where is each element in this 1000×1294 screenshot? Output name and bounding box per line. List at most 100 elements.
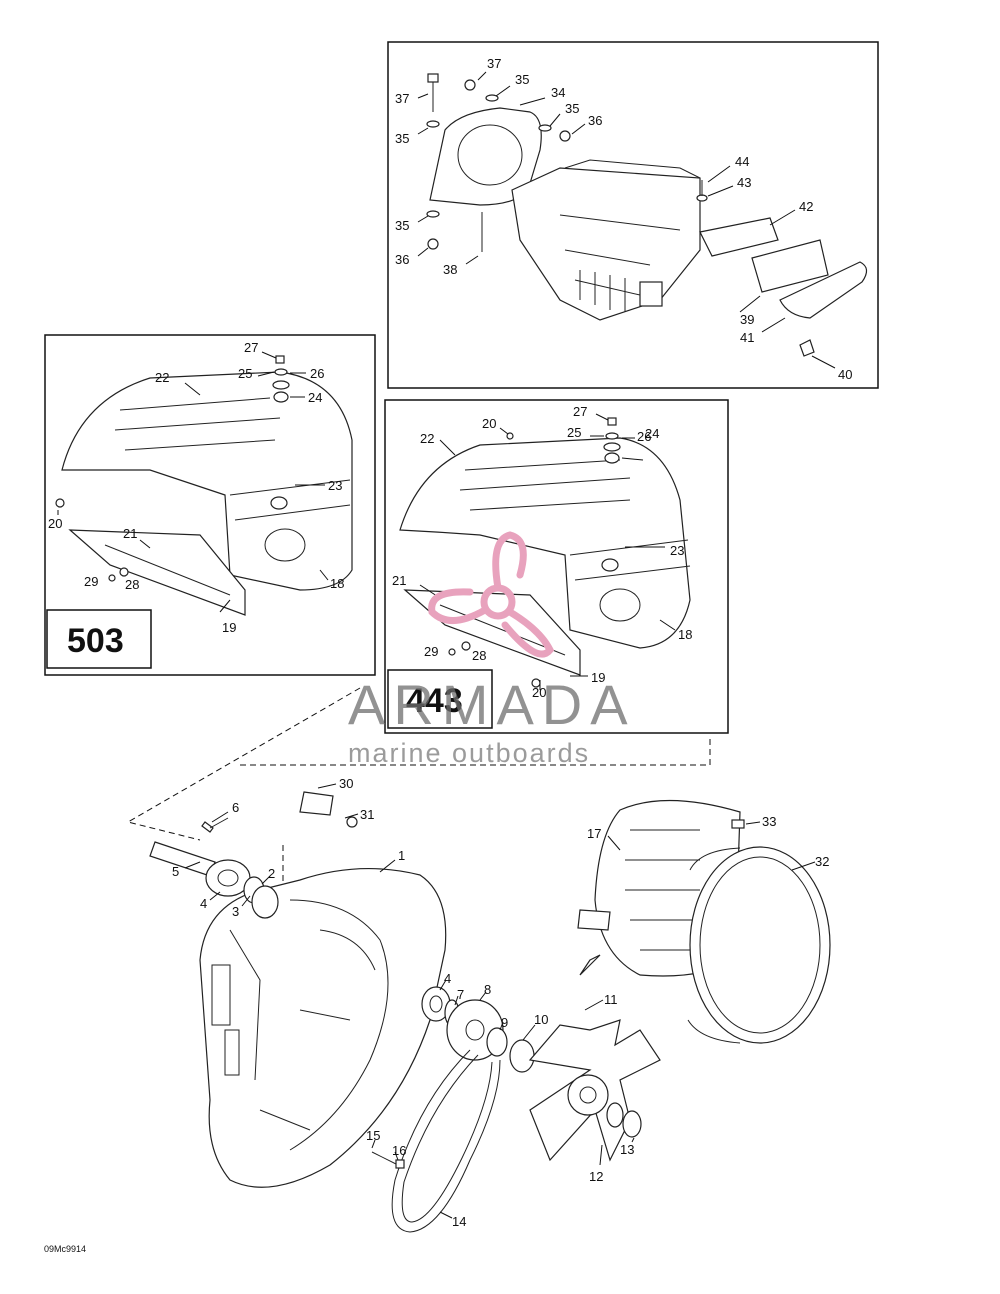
callout-16: 16 bbox=[392, 1143, 406, 1158]
callout-25-443: 25 bbox=[567, 425, 581, 440]
top-leaders bbox=[417, 71, 836, 369]
callout-21-503: 21 bbox=[123, 526, 137, 541]
bolt-drawing bbox=[371, 1151, 405, 1169]
fan-drawing bbox=[528, 1019, 661, 1162]
callout-29-503: 29 bbox=[84, 574, 98, 589]
callout-13: 13 bbox=[620, 1142, 634, 1157]
callout-31: 31 bbox=[360, 807, 374, 822]
callout-4b: 4 bbox=[444, 971, 451, 986]
callout-36b: 36 bbox=[395, 252, 409, 267]
callout-35d: 35 bbox=[395, 218, 409, 233]
callout-24-443: 24 bbox=[645, 426, 659, 441]
callout-23-503: 23 bbox=[328, 478, 342, 493]
shaft-drawing bbox=[149, 791, 358, 919]
watermark-tagline: marine outboards bbox=[348, 738, 590, 768]
watermark: ARMADA marine outboards bbox=[348, 531, 636, 768]
callout-27-503: 27 bbox=[244, 340, 258, 355]
armada-logo-icon bbox=[428, 531, 555, 658]
callout-36a: 36 bbox=[588, 113, 602, 128]
right-callouts: 20 27 25 26 24 22 23 21 18 29 28 20 19 bbox=[392, 404, 692, 700]
callout-26-503: 26 bbox=[310, 366, 324, 381]
callout-21-443: 21 bbox=[392, 573, 406, 588]
callout-25-503: 25 bbox=[238, 366, 252, 381]
callout-14: 14 bbox=[452, 1214, 466, 1229]
callout-38: 38 bbox=[443, 262, 457, 277]
top-panel-frame bbox=[387, 41, 879, 389]
fan-assembly: 30 6 31 5 2 1 4 3 17 33 32 4 7 8 9 10 11… bbox=[149, 776, 831, 1233]
fan-cover-drawing bbox=[577, 799, 831, 1044]
callout-17: 17 bbox=[587, 826, 601, 841]
connector-lines bbox=[126, 687, 711, 1000]
callout-35a: 35 bbox=[515, 72, 529, 87]
callout-42: 42 bbox=[799, 199, 813, 214]
callout-22-443: 22 bbox=[420, 431, 434, 446]
right-panel-443: 443 20 27 25 26 24 22 23 21 18 29 28 bbox=[384, 399, 729, 734]
left-leaders bbox=[57, 351, 329, 613]
callout-20b-443: 20 bbox=[532, 685, 546, 700]
callout-41: 41 bbox=[740, 330, 754, 345]
callout-18-503: 18 bbox=[330, 576, 344, 591]
callout-11: 11 bbox=[604, 992, 618, 1007]
top-panel: 37 35 34 35 36 37 35 35 36 38 44 43 42 3… bbox=[387, 41, 879, 389]
callout-40: 40 bbox=[838, 367, 852, 382]
right-leaders bbox=[419, 413, 676, 690]
callout-20a-443: 20 bbox=[482, 416, 496, 431]
callout-37a: 37 bbox=[487, 56, 501, 71]
callout-29-443: 29 bbox=[424, 644, 438, 659]
intake-silencer-drawing bbox=[429, 107, 868, 357]
top-fasteners bbox=[426, 73, 708, 252]
variant-badge-503 bbox=[46, 609, 152, 669]
callout-23-443: 23 bbox=[670, 543, 684, 558]
callout-9: 9 bbox=[501, 1015, 508, 1030]
left-fasteners bbox=[55, 355, 290, 582]
bottom-callouts: 30 6 31 5 2 1 4 3 17 33 32 4 7 8 9 10 11… bbox=[172, 776, 829, 1229]
callout-19-443: 19 bbox=[591, 670, 605, 685]
callout-27-443: 27 bbox=[573, 404, 587, 419]
callout-33: 33 bbox=[762, 814, 776, 829]
callout-12: 12 bbox=[589, 1169, 603, 1184]
callout-19-503: 19 bbox=[222, 620, 236, 635]
callout-4a: 4 bbox=[200, 896, 207, 911]
callout-5: 5 bbox=[172, 864, 179, 879]
callout-2: 2 bbox=[268, 866, 275, 881]
callout-44: 44 bbox=[735, 154, 749, 169]
callout-1: 1 bbox=[398, 848, 405, 863]
callout-26-443: 26 bbox=[637, 429, 651, 444]
callout-35b: 35 bbox=[565, 101, 579, 116]
callout-20-503: 20 bbox=[48, 516, 62, 531]
left-panel-503: 503 27 22 25 26 24 23 20 21 29 28 18 1 bbox=[44, 334, 376, 676]
callout-22-503: 22 bbox=[155, 370, 169, 385]
figure-code: 09Mc9914 bbox=[44, 1244, 86, 1254]
left-cover-drawing bbox=[61, 371, 353, 616]
callout-6: 6 bbox=[232, 800, 239, 815]
left-panel-frame bbox=[44, 334, 376, 676]
callout-24-503: 24 bbox=[308, 390, 322, 405]
callout-3: 3 bbox=[232, 904, 239, 919]
variant-badge-443 bbox=[387, 669, 493, 729]
callout-8: 8 bbox=[484, 982, 491, 997]
callout-10: 10 bbox=[534, 1012, 548, 1027]
watermark-brand: ARMADA bbox=[348, 673, 636, 736]
callout-37b: 37 bbox=[395, 91, 409, 106]
callout-35c: 35 bbox=[395, 131, 409, 146]
variant-503-label: 503 bbox=[67, 622, 124, 660]
bottom-leaders bbox=[184, 783, 816, 1219]
callout-15: 15 bbox=[366, 1128, 380, 1143]
right-badge-443: 443 bbox=[387, 669, 493, 729]
callout-32: 32 bbox=[815, 854, 829, 869]
callout-28-443: 28 bbox=[472, 648, 486, 663]
left-callouts: 27 22 25 26 24 23 20 21 29 28 18 19 bbox=[48, 340, 344, 635]
callout-18-443: 18 bbox=[678, 627, 692, 642]
right-fasteners bbox=[448, 417, 621, 688]
callout-7: 7 bbox=[457, 987, 464, 1002]
belt-drawing bbox=[391, 1049, 501, 1233]
callout-30: 30 bbox=[339, 776, 353, 791]
right-panel-frame bbox=[384, 399, 729, 734]
callout-43: 43 bbox=[737, 175, 751, 190]
callout-28-503: 28 bbox=[125, 577, 139, 592]
top-callouts: 37 35 34 35 36 37 35 35 36 38 44 43 42 3… bbox=[395, 56, 852, 382]
left-badge-503: 503 bbox=[46, 609, 152, 669]
variant-443-label: 443 bbox=[406, 682, 463, 720]
pulley-stack-drawing bbox=[421, 986, 535, 1073]
